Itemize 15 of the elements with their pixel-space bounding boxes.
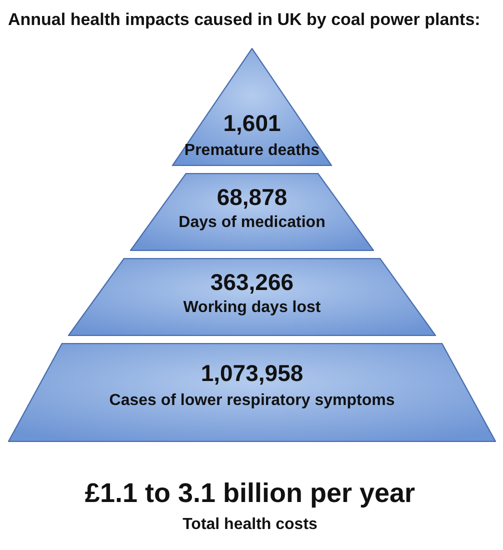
tier-label: Days of medication [178,214,326,231]
tier-label: Working days lost [183,299,321,316]
tier-value: 1,073,958 [200,360,304,386]
tier-value: 363,266 [210,269,294,295]
tier-label: Premature deaths [184,142,320,159]
chart-title: Annual health impacts caused in UK by coal power plants: [8,9,482,31]
cost-caption: Total health costs [182,516,318,533]
tier-label: Cases of lower respiratory symptoms [109,392,395,409]
tier-value: 68,878 [216,184,288,210]
tier-value: 1,601 [223,110,281,136]
pyramid-tier [172,48,332,166]
cost-total: £1.1 to 3.1 billion per year [84,478,416,508]
pyramid-tier [130,173,374,251]
pyramid-tier [68,258,436,336]
pyramid-tier [8,343,496,442]
